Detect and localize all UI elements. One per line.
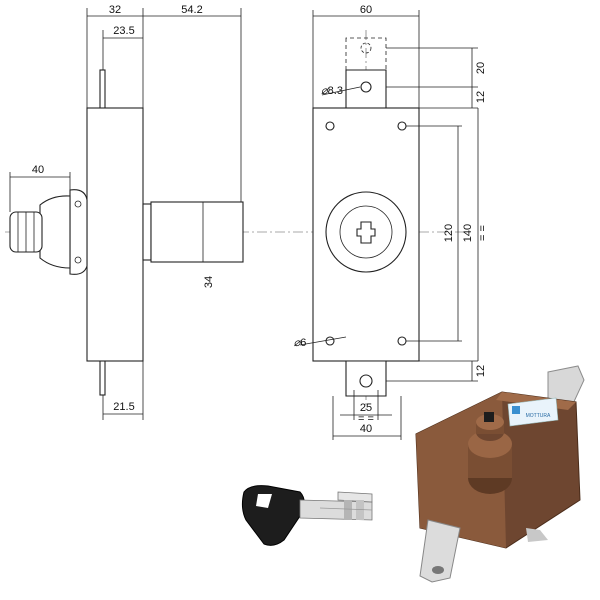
dim-bottom-40: 40 (360, 423, 372, 435)
svg-text:= =: = = (477, 225, 489, 241)
dim-spacing-25: 25 (360, 402, 372, 414)
side-knob (9, 189, 88, 275)
key-illustration (241, 485, 373, 546)
dim-hole-8-3: ⌀8.3 (321, 85, 343, 97)
dim-knob-40: 40 (32, 164, 44, 176)
svg-text:MOTTURA: MOTTURA (526, 413, 551, 419)
key-head-icon (241, 485, 305, 546)
dim-height-140: 140 (462, 224, 474, 242)
side-cylinder (150, 201, 244, 263)
dim-cylinder-34: 34 (203, 276, 215, 288)
side-cylinder-collar (142, 203, 152, 261)
front-view: 60 20 12 ⌀8.3 120 140 = = ⌀6 12 25 = = (294, 4, 489, 440)
dim-upper-12: 12 (475, 91, 487, 103)
dim-lower-12: 12 (475, 365, 487, 377)
dim-23-5: 23.5 (113, 25, 134, 37)
keyhole-icon (356, 221, 376, 244)
product-label (507, 397, 559, 427)
dim-32: 32 (109, 4, 121, 16)
svg-text:= =: = = (358, 413, 374, 425)
dim-54-2: 54.2 (181, 4, 202, 16)
dim-21-5: 21.5 (113, 401, 134, 413)
dim-hole-6: ⌀6 (294, 337, 307, 349)
product-illustration: MOTTURA (415, 365, 585, 583)
dim-holes-120: 120 (443, 224, 455, 242)
dim-upper-20: 20 (475, 62, 487, 74)
side-lock-body (86, 107, 144, 362)
side-view: 32 54.2 23.5 40 34 21.5 (5, 4, 470, 420)
dim-width-60: 60 (360, 4, 372, 16)
